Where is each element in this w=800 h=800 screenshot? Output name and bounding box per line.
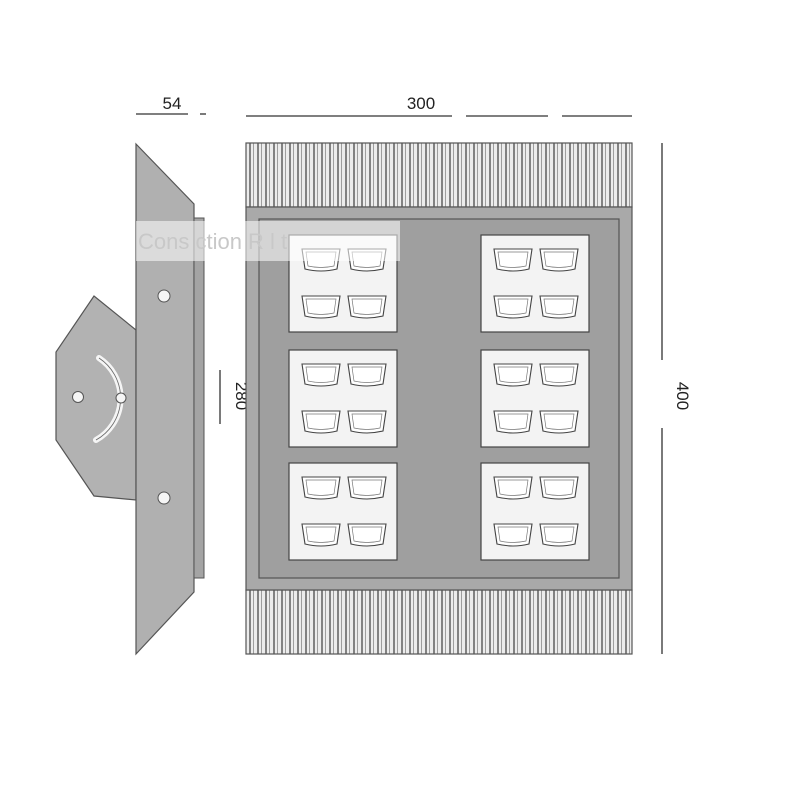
heatsink-fins-bottom bbox=[245, 589, 633, 655]
front-glass-edge bbox=[193, 217, 205, 579]
led-lens bbox=[493, 523, 533, 547]
front-view bbox=[245, 142, 633, 655]
led-lens bbox=[539, 476, 579, 500]
led-lens bbox=[539, 295, 579, 319]
front-height-label: 400 bbox=[673, 382, 692, 410]
led-lens bbox=[301, 363, 341, 387]
depth-dimension-label: 54 bbox=[163, 94, 182, 113]
led-lens bbox=[301, 295, 341, 319]
led-lens bbox=[493, 363, 533, 387]
led-lens bbox=[301, 476, 341, 500]
slot-bolt bbox=[115, 392, 127, 404]
led-lens bbox=[301, 410, 341, 434]
led-lens bbox=[347, 295, 387, 319]
width-dimension-label: 300 bbox=[407, 94, 435, 113]
led-lens bbox=[347, 523, 387, 547]
depth-dimension: 54 bbox=[136, 94, 206, 115]
heatsink-fins-top bbox=[245, 142, 633, 208]
watermark: Cons ction R l t bbox=[136, 221, 400, 261]
mount-hole-bottom bbox=[157, 491, 171, 505]
mount-hole-top bbox=[157, 289, 171, 303]
bracket-pivot-hole bbox=[72, 391, 84, 403]
led-lens bbox=[539, 363, 579, 387]
led-lens bbox=[347, 363, 387, 387]
led-module bbox=[288, 349, 398, 448]
led-lens bbox=[493, 248, 533, 272]
led-module bbox=[480, 349, 590, 448]
led-module bbox=[480, 462, 590, 561]
led-lens bbox=[539, 410, 579, 434]
front-height-dimension: 400 bbox=[661, 143, 692, 654]
width-dimension: 300 bbox=[246, 94, 632, 117]
side-view bbox=[55, 142, 205, 656]
side-profile bbox=[135, 142, 195, 656]
watermark-text: Cons ction R l t bbox=[138, 229, 287, 254]
led-lens bbox=[493, 410, 533, 434]
led-lens bbox=[347, 410, 387, 434]
led-module-grid bbox=[288, 234, 590, 561]
led-lens bbox=[493, 295, 533, 319]
led-module bbox=[288, 462, 398, 561]
led-lens bbox=[539, 248, 579, 272]
led-module bbox=[480, 234, 590, 333]
led-lens bbox=[493, 476, 533, 500]
led-lens bbox=[347, 476, 387, 500]
led-lens bbox=[301, 523, 341, 547]
led-lens bbox=[539, 523, 579, 547]
